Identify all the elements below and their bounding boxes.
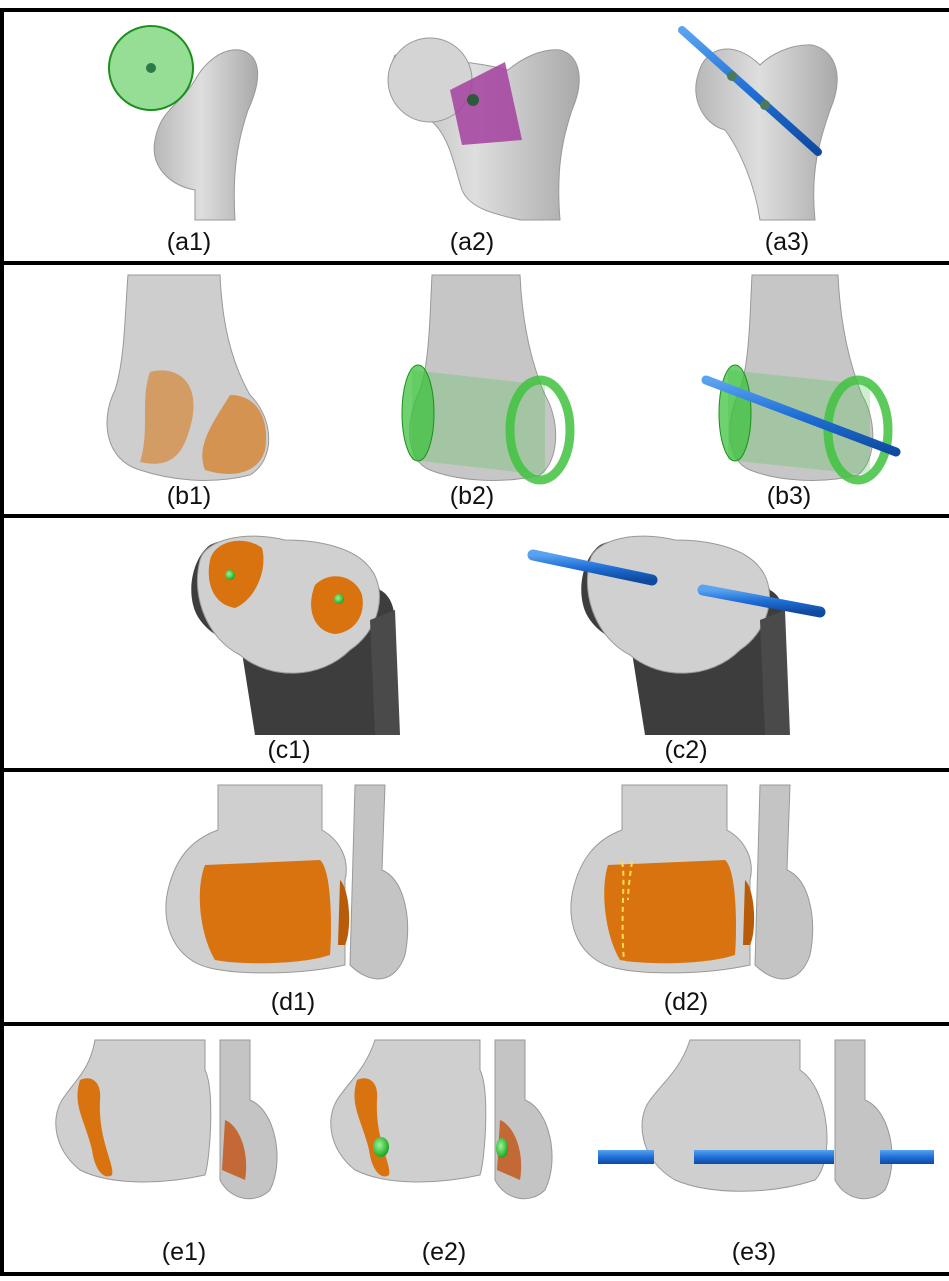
panel-a3-femur-axis xyxy=(682,30,837,220)
panel-b3-distal-femur-axis xyxy=(706,275,896,480)
caption-d1: (d1) xyxy=(233,988,353,1017)
panel-a1-femur-head-sphere xyxy=(109,26,258,220)
panel-e2-subtalar-points xyxy=(331,1040,552,1199)
caption-e2: (e2) xyxy=(384,1238,504,1267)
panel-d1-talus-surface xyxy=(166,785,408,979)
panel-c2-tibial-axis xyxy=(533,536,820,735)
panel-b2-distal-femur-cylinder xyxy=(402,275,570,480)
panel-b1-distal-femur-cartilage xyxy=(107,275,269,480)
caption-b2: (b2) xyxy=(412,482,532,511)
caption-a3: (a3) xyxy=(727,228,847,257)
caption-d2: (d2) xyxy=(626,988,746,1017)
panel-c1-tibial-plateau xyxy=(191,536,400,735)
caption-c1: (c1) xyxy=(229,736,349,765)
caption-b3: (b3) xyxy=(729,482,849,511)
panel-d2-talus-divided xyxy=(571,785,813,979)
axis-rod-icon xyxy=(598,1150,654,1164)
panel-e1-subtalar xyxy=(56,1040,277,1199)
panel-e3-subtalar-axis xyxy=(598,1040,934,1199)
caption-b1: (b1) xyxy=(129,482,249,511)
caption-c2: (c2) xyxy=(626,736,746,765)
panel-a2-femur-neck xyxy=(388,38,579,220)
caption-a2: (a2) xyxy=(412,228,532,257)
caption-a1: (a1) xyxy=(129,228,249,257)
caption-e3: (e3) xyxy=(694,1238,814,1267)
caption-e1: (e1) xyxy=(124,1238,244,1267)
